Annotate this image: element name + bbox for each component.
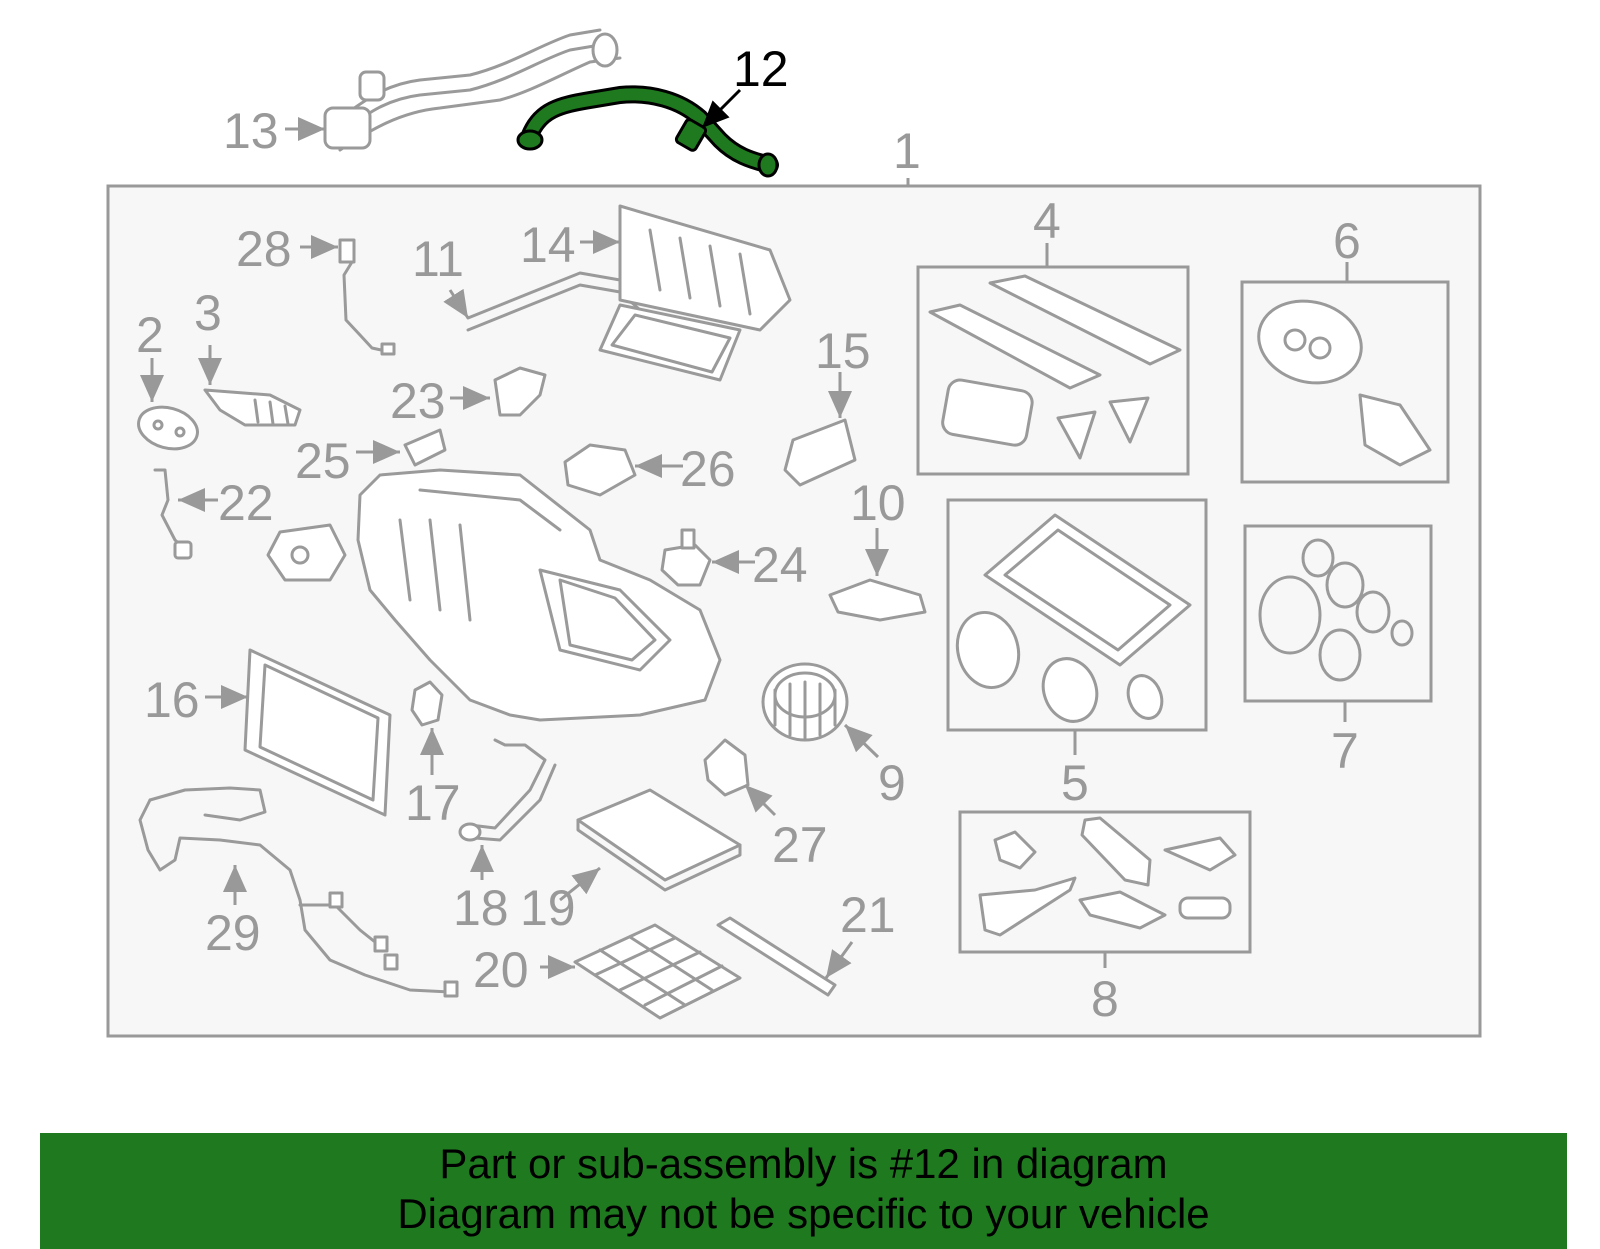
part-23-actuator[interactable] <box>493 366 547 417</box>
callout-28: 28 <box>236 221 292 277</box>
part-14-duct-assembly[interactable] <box>598 204 792 382</box>
banner-line-2: Diagram may not be specific to your vehi… <box>397 1190 1210 1237</box>
callout-25: 25 <box>295 433 351 489</box>
kit-box-7 <box>1243 524 1433 703</box>
part-28-sensor-wire[interactable] <box>338 238 396 356</box>
leader-11 <box>443 288 470 319</box>
part-29-wire-harness[interactable] <box>138 786 459 998</box>
callout-2: 2 <box>136 307 164 363</box>
callout-24: 24 <box>752 537 808 593</box>
kit-box-4 <box>916 265 1190 476</box>
part-17-sensor[interactable] <box>410 680 444 727</box>
part-3-vent[interactable] <box>203 388 302 427</box>
leader-27 <box>743 783 777 817</box>
callout-8: 8 <box>1091 971 1119 1027</box>
part-9-blower-wheel[interactable] <box>761 662 849 742</box>
callout-3: 3 <box>194 285 222 341</box>
callout-26: 26 <box>680 441 736 497</box>
part-2-grommet[interactable] <box>134 401 202 455</box>
callout-18: 18 <box>453 880 509 936</box>
callout-22: 22 <box>218 475 274 531</box>
part-25-clip[interactable] <box>403 428 447 467</box>
part-6-grommets[interactable] <box>1249 290 1432 467</box>
part-10-resistor[interactable] <box>828 578 927 622</box>
part-22-sensor[interactable] <box>153 468 193 560</box>
part-18-pipe[interactable] <box>458 738 557 842</box>
info-banner: Part or sub-assembly is #12 in diagram D… <box>40 1133 1567 1249</box>
callout-6: 6 <box>1333 213 1361 269</box>
callout-7: 7 <box>1331 723 1359 779</box>
part-15-module[interactable] <box>783 418 857 487</box>
callout-15: 15 <box>815 323 871 379</box>
leader-19 <box>559 866 601 902</box>
part-24-actuator[interactable] <box>660 528 712 587</box>
callout-4: 4 <box>1033 193 1061 249</box>
callout-9: 9 <box>878 755 906 811</box>
callout-29: 29 <box>205 905 261 961</box>
leader-12 <box>700 88 742 130</box>
part-5-gaskets[interactable] <box>949 513 1192 729</box>
callout-19: 19 <box>520 880 576 936</box>
callout-21: 21 <box>840 887 896 943</box>
kit-box-6 <box>1240 280 1450 484</box>
kit-box-5 <box>946 498 1208 732</box>
part-4-seals[interactable] <box>928 274 1182 460</box>
part-16-evaporator[interactable] <box>243 648 392 817</box>
callout-13: 13 <box>223 103 279 159</box>
callout-20: 20 <box>473 942 529 998</box>
part-8-linkages[interactable] <box>978 816 1237 937</box>
part-19-cabin-filter[interactable] <box>576 788 742 892</box>
callout-17: 17 <box>405 775 461 831</box>
callout-16: 16 <box>144 672 200 728</box>
callout-10: 10 <box>850 475 906 531</box>
part-13-heater-hose[interactable] <box>323 28 622 152</box>
callout-27: 27 <box>772 817 828 873</box>
part-7-o-rings[interactable] <box>1258 538 1414 682</box>
leader-9 <box>843 723 880 759</box>
callout-23: 23 <box>390 373 446 429</box>
banner-line-1: Part or sub-assembly is #12 in diagram <box>439 1140 1168 1187</box>
callout-5: 5 <box>1061 755 1089 811</box>
part-12-hose-highlighted[interactable] <box>516 85 779 178</box>
part-20-filter-frame[interactable] <box>573 923 742 1020</box>
callout-14: 14 <box>520 217 576 273</box>
part-21-seal-strip[interactable] <box>716 916 837 997</box>
leader-21 <box>824 941 854 979</box>
callout-12: 12 <box>733 41 789 97</box>
hvac-case-assembly[interactable] <box>266 468 722 722</box>
callout-11: 11 <box>412 231 464 287</box>
callout-1: 1 <box>893 123 921 179</box>
